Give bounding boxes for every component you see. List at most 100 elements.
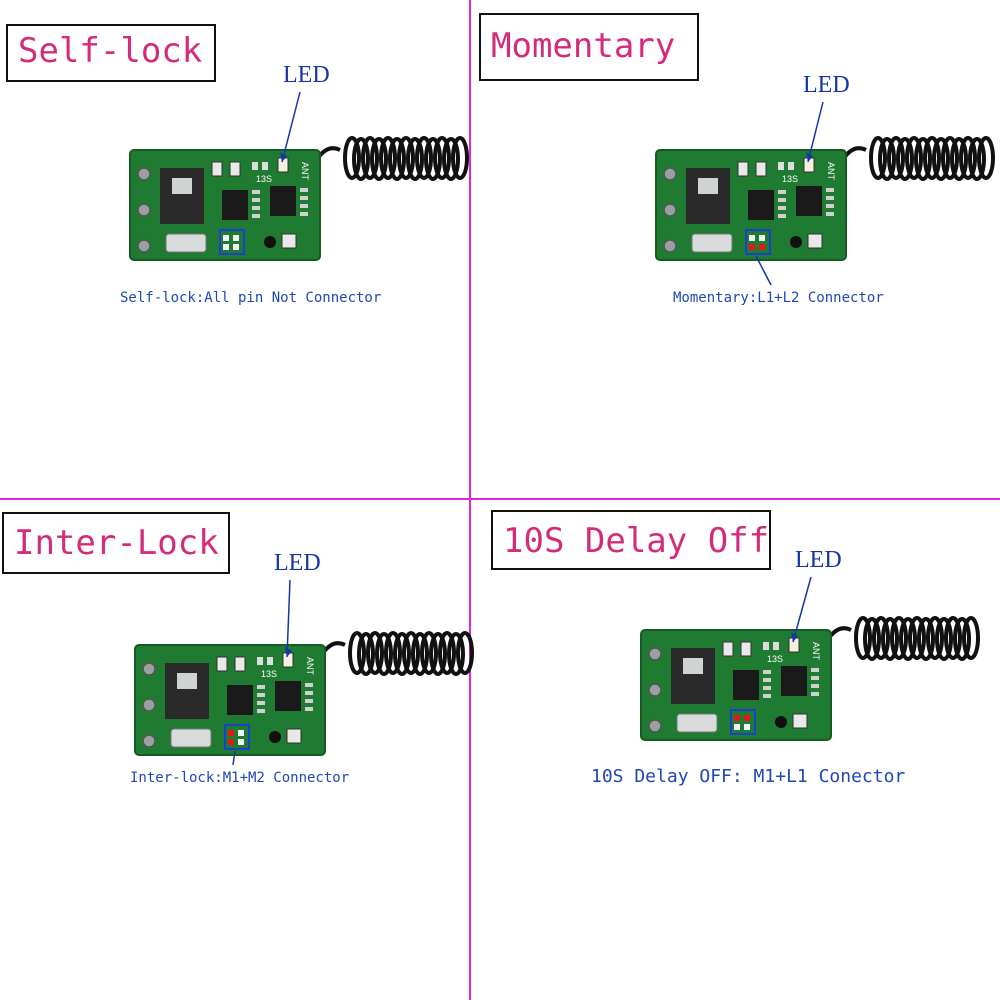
jumper-pointer [755,255,772,286]
mode-title: Inter-Lock [2,512,230,574]
coil-loop [456,631,474,675]
chip-lead [305,699,313,703]
jumper-pin [233,235,239,241]
chip-lead [778,190,786,194]
smd-part [773,642,779,650]
coil-loop [420,631,438,675]
timer-mark: 13S [767,654,783,664]
relay-block [165,663,209,719]
led-label: LED [803,72,850,98]
pin-hole [137,203,151,217]
coil-loop [863,617,881,661]
antenna-wire [316,146,341,160]
coil-loop [442,137,460,181]
ic-chip [733,670,759,700]
switch-part [691,233,733,253]
coil-loop [388,137,406,181]
coil-loop [384,631,402,675]
mount-hole [790,236,802,248]
mode-title: Self-lock [6,24,216,82]
coil-loop [890,616,908,660]
pin-hole [142,734,156,748]
chip-lead [257,685,265,689]
relay-tab [683,658,703,674]
switch-part [165,233,207,253]
coil-loop [872,616,890,660]
horizontal-divider [0,498,1000,500]
chip-lead [305,683,313,687]
led-pointer [286,579,291,658]
pin-hole [648,719,662,733]
smd-part [737,161,749,177]
led-label: LED [283,62,330,88]
jumper-pin [744,724,750,730]
chip-lead [305,707,313,711]
antenna-coil [321,631,474,676]
chip-lead [811,684,819,688]
coil-loop [429,632,447,676]
jumper-pin [749,235,755,241]
led-pointer [807,101,824,163]
smd-part [286,728,302,744]
chip-lead [763,670,771,674]
chip-lead [257,709,265,713]
chip-lead [300,212,308,216]
chip-lead [811,676,819,680]
jumper-pin [228,730,234,736]
chip-lead [300,188,308,192]
chip-lead [252,206,260,210]
chip-lead [778,214,786,218]
ic-chip [222,190,248,220]
coil-loop [357,632,375,676]
jumper-pin [238,739,244,745]
coil-loop [950,137,968,181]
smd-part [267,657,273,665]
ic-chip [781,666,807,696]
antenna-mark: ANT [305,657,315,676]
jumper-pin [223,235,229,241]
mode-caption: Inter-lock:M1+M2 Connector [130,770,350,786]
mode-title: Momentary [479,13,699,81]
led-pointer-head [791,632,798,642]
vertical-divider [469,0,471,1000]
smd-part [252,162,258,170]
chip-lead [252,198,260,202]
coil-loop [914,137,932,181]
chip-lead [811,692,819,696]
coil-loop [944,616,962,660]
coil-loop [941,136,959,180]
relay-block [671,648,715,704]
antenna-wire [321,641,346,655]
coil-loop [415,136,433,180]
pin-hole [142,662,156,676]
chip-lead [252,214,260,218]
chip-lead [763,694,771,698]
switch-part [170,728,212,748]
coil-loop [899,617,917,661]
coil-loop [881,617,899,661]
pin-hole [142,698,156,712]
pin-hole [663,239,677,253]
led-pointer-head [806,152,813,162]
coil-loop [968,137,986,181]
coil-loop [451,136,469,180]
smd-part [788,162,794,170]
jumper-pin [228,739,234,745]
smd-part [262,162,268,170]
receiver-board: 13S ANT [640,576,980,741]
jumper-pin [759,235,765,241]
mode-caption: Momentary:L1+L2 Connector [673,290,884,306]
jumper-box [745,229,771,255]
antenna-mark: ANT [811,642,821,661]
chip-lead [300,204,308,208]
mount-hole [264,236,276,248]
chip-lead [778,206,786,210]
timer-mark: 13S [782,174,798,184]
jumper-pointer [232,750,236,766]
pin-hole [137,167,151,181]
